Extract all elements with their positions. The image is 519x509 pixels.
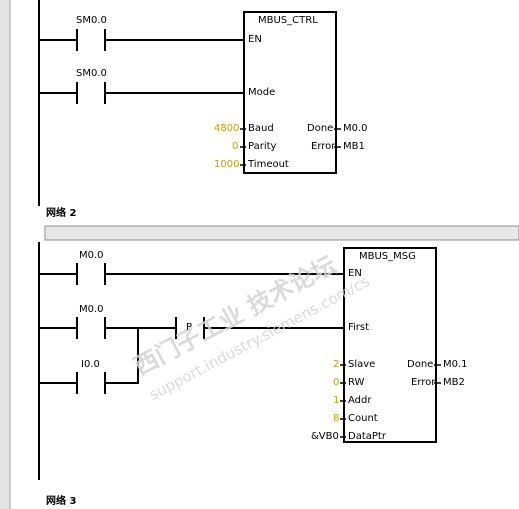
pin-first: First	[348, 322, 370, 333]
pin-dataptr: DataPtr	[348, 431, 386, 442]
pin-en: EN	[348, 268, 362, 279]
timeout-value[interactable]: 1000	[214, 159, 240, 170]
network2-title: 网络 2	[46, 208, 77, 219]
pin-done: Done	[407, 359, 434, 370]
contact-label: I0.0	[81, 359, 100, 370]
error-output[interactable]: MB2	[443, 377, 465, 388]
network2-bar[interactable]	[44, 225, 519, 241]
block-title: MBUS_MSG	[359, 251, 416, 262]
rw-value[interactable]: 0	[333, 377, 340, 388]
left-gutter[interactable]	[0, 0, 10, 509]
pin-addr: Addr	[348, 395, 372, 406]
contact-m0-0-first[interactable]	[76, 317, 106, 339]
count-value[interactable]: 8	[333, 413, 340, 424]
contact-sm0-0-mode[interactable]	[76, 82, 106, 104]
edge-label: P	[186, 322, 193, 333]
contact-label: SM0.0	[76, 68, 107, 79]
mbus-msg-block[interactable]	[343, 247, 437, 443]
block-title: MBUS_CTRL	[258, 15, 318, 26]
contact-label: M0.0	[79, 250, 104, 261]
contact-i0-0[interactable]	[76, 372, 106, 394]
dataptr-value[interactable]: &VB0	[311, 431, 339, 442]
pin-done: Done	[307, 123, 334, 134]
done-output[interactable]: M0.1	[443, 359, 468, 370]
pin-parity: Parity	[248, 141, 277, 152]
slave-value[interactable]: 2	[333, 359, 340, 370]
contact-label: SM0.0	[76, 15, 107, 26]
pin-timeout: Timeout	[248, 159, 289, 170]
baud-value[interactable]: 4800	[214, 123, 240, 134]
mbus-ctrl-block[interactable]	[243, 11, 337, 174]
pin-error: Error	[311, 141, 336, 152]
pin-error: Error	[411, 377, 436, 388]
parity-value[interactable]: 0	[232, 141, 239, 152]
pin-baud: Baud	[248, 123, 274, 134]
addr-value[interactable]: 1	[333, 395, 340, 406]
pin-mode: Mode	[248, 87, 276, 98]
contact-sm0-0-en[interactable]	[76, 29, 106, 51]
pin-en: EN	[248, 34, 262, 45]
pin-rw: RW	[348, 377, 365, 388]
error-output[interactable]: MB1	[343, 141, 365, 152]
contact-m0-0-en[interactable]	[76, 263, 106, 285]
pin-slave: Slave	[348, 359, 376, 370]
network3-title: 网络 3	[46, 496, 77, 507]
done-output[interactable]: M0.0	[343, 123, 368, 134]
pin-count: Count	[348, 413, 378, 424]
contact-label: M0.0	[79, 304, 104, 315]
